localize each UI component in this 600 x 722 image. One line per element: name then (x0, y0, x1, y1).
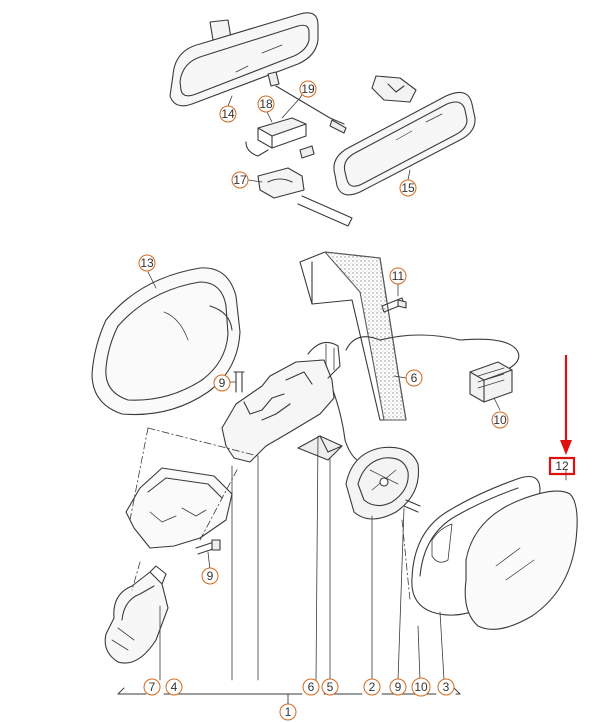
highlight-arrow (560, 355, 572, 455)
callout-9-left: 9 (213, 374, 231, 392)
screw-top (381, 297, 407, 313)
svg-text:3: 3 (443, 680, 450, 694)
svg-text:7: 7 (149, 680, 156, 694)
svg-text:1: 1 (285, 705, 292, 719)
highlight-box (548, 456, 576, 476)
callout-19: 19 (299, 80, 317, 98)
callout-12: 12 (555, 459, 569, 473)
svg-text:13: 13 (140, 256, 154, 270)
callout-10-top: 10 (491, 411, 509, 429)
svg-text:6: 6 (308, 680, 315, 694)
callout-6-bottom: 6 (302, 678, 320, 696)
sensor-module (245, 117, 315, 159)
bottom-bracket (117, 687, 461, 705)
callout-3: 3 (437, 678, 455, 696)
callout-4: 4 (165, 678, 183, 696)
svg-text:10: 10 (414, 680, 428, 694)
interior-mirror-left (169, 12, 319, 107)
callout-2: 2 (363, 678, 381, 696)
adjustment-motor (345, 446, 421, 520)
callout-7: 7 (143, 678, 161, 696)
svg-text:4: 4 (171, 680, 178, 694)
callout-6-top: 6 (405, 369, 423, 387)
mirror-housing-cap (91, 267, 241, 416)
cable-cover (257, 167, 353, 227)
svg-text:18: 18 (259, 97, 273, 111)
callout-5: 5 (321, 678, 339, 696)
callout-10-bottom: 10 (411, 677, 431, 697)
screw-lower (195, 539, 221, 555)
svg-text:15: 15 (401, 181, 415, 195)
svg-text:14: 14 (221, 107, 235, 121)
svg-text:5: 5 (327, 680, 334, 694)
svg-text:6: 6 (411, 371, 418, 385)
callout-9-lower: 9 (201, 567, 219, 585)
callout-17: 17 (231, 171, 249, 189)
svg-text:2: 2 (369, 680, 376, 694)
callout-9-bottom: 9 (389, 678, 407, 696)
callout-15: 15 (399, 179, 417, 197)
interior-mirror-right (333, 75, 476, 196)
turn-signal-housing (104, 565, 169, 664)
mirror-glass (464, 490, 578, 630)
wedge-part (297, 435, 343, 461)
callout-1: 1 (279, 703, 297, 721)
connector-plug (469, 361, 513, 403)
svg-text:19: 19 (301, 82, 315, 96)
sensor-bracket (267, 71, 347, 134)
svg-text:11: 11 (392, 269, 405, 283)
callout-14: 14 (219, 105, 237, 123)
leader-lines (147, 87, 567, 681)
svg-text:17: 17 (233, 173, 247, 187)
svg-text:10: 10 (493, 413, 507, 427)
mirror-bracket (221, 341, 341, 463)
housing-lower-trim (125, 467, 233, 549)
svg-text:9: 9 (219, 376, 226, 390)
mirror-base-plate (299, 251, 407, 421)
callout-11: 11 (389, 267, 407, 285)
svg-text:9: 9 (207, 569, 214, 583)
svg-text:9: 9 (395, 680, 402, 694)
callout-13: 13 (138, 254, 156, 272)
callout-labels: 14 19 18 17 15 13 11 6 9 10 12 9 7 4 6 5… (138, 80, 569, 721)
svg-text:12: 12 (555, 459, 569, 473)
callout-18: 18 (257, 95, 275, 113)
